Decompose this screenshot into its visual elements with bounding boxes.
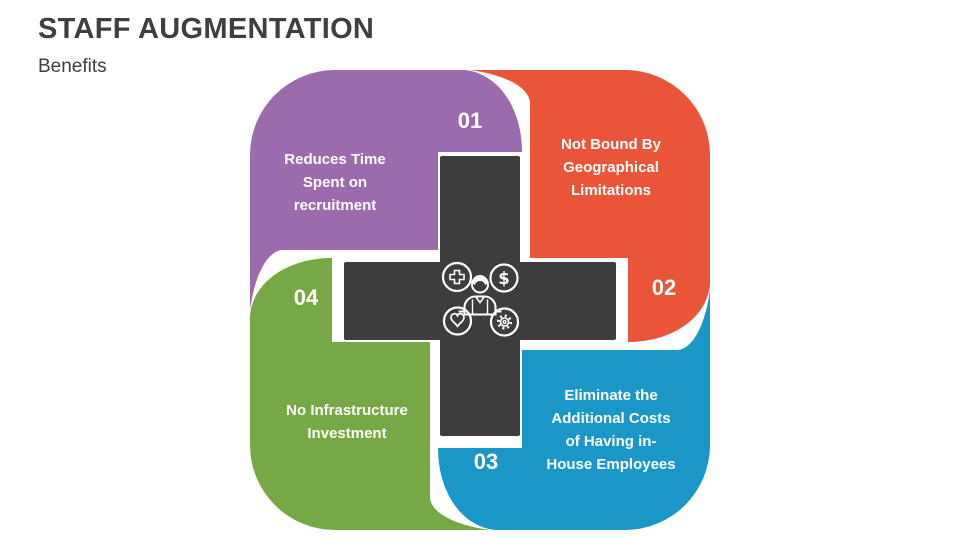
label-line: No Infrastructure — [286, 402, 408, 419]
label-line: Reduces Time — [284, 151, 386, 168]
label-line: Additional Costs — [551, 410, 671, 427]
label-line: Not Bound By — [561, 136, 661, 153]
dollar-icon: $ — [489, 263, 519, 293]
dollar-glyph: $ — [498, 269, 509, 288]
quadrant-number-04: 04 — [293, 285, 319, 310]
quadrant-label-top-right: Not Bound By Geographical Limitations — [526, 133, 696, 202]
slide-title: STAFF AUGMENTATION — [38, 13, 375, 45]
slide-subtitle: Benefits — [38, 56, 107, 77]
label-line: Spent on — [302, 174, 368, 191]
label-line: Eliminate the — [564, 387, 658, 404]
label-line: Limitations — [570, 182, 651, 199]
label-line: House Employees — [546, 456, 676, 473]
quadrant-label-top-left: Reduces Time Spent on recruitment — [250, 148, 420, 217]
quadrant-label-bottom-right: Eliminate the Additional Costs of Having… — [526, 384, 696, 476]
gear-icon — [489, 307, 520, 337]
heart-icon — [442, 306, 473, 336]
medical-cross-icon — [441, 261, 473, 293]
quadrant-number-02: 02 — [651, 275, 677, 300]
center-plus-outline — [344, 156, 616, 436]
staff-augmentation-benefits-diagram: $ — [250, 70, 710, 530]
quadrant-number-03: 03 — [473, 449, 499, 474]
person-icon — [458, 275, 502, 316]
quadrant-label-bottom-left: No Infrastructure Investment — [262, 399, 432, 445]
label-line: Investment — [307, 425, 387, 442]
label-line: of Having in- — [565, 433, 657, 450]
label-line: Geographical — [563, 159, 659, 176]
staff-augmentation-center-icon: $ — [441, 261, 520, 337]
pinwheel-diagram-svg: $ — [250, 70, 710, 530]
quadrant-number-01: 01 — [457, 108, 483, 133]
label-line: recruitment — [293, 197, 377, 214]
